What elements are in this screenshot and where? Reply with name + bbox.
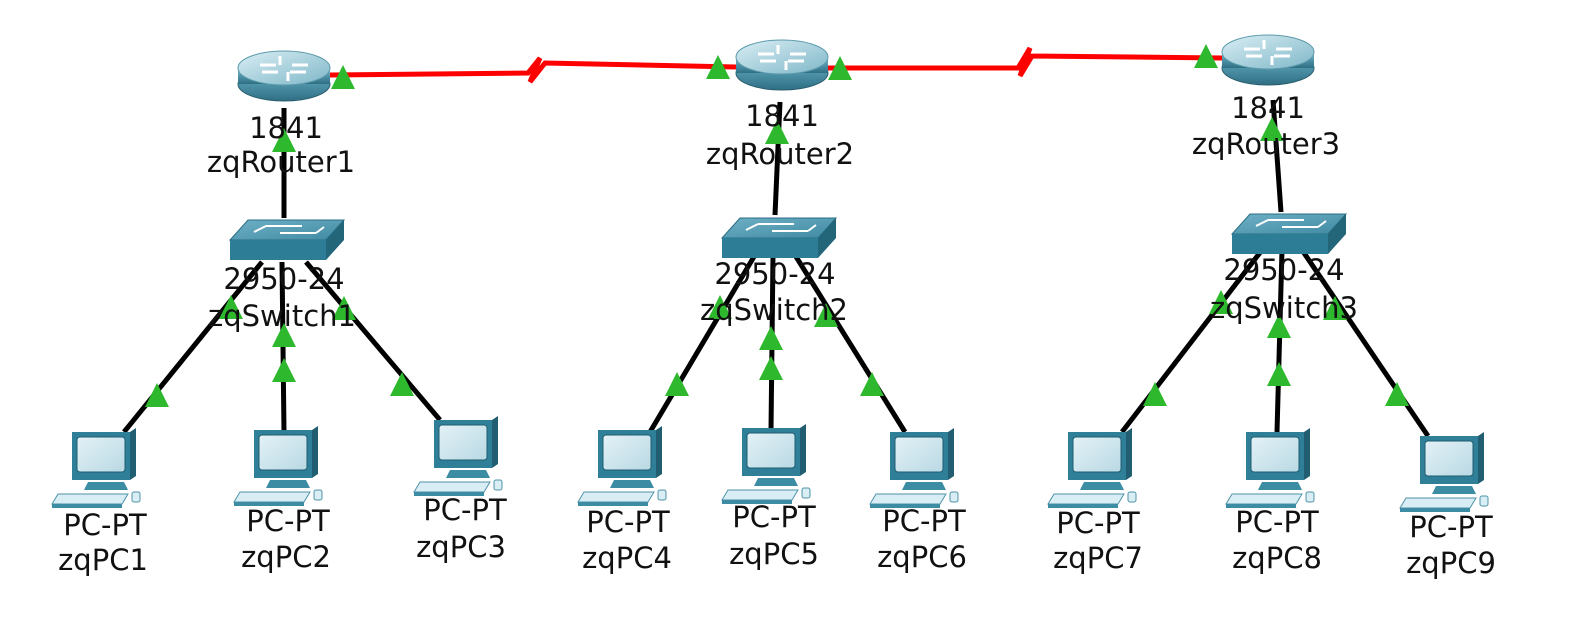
pc-model-label: PC-PT xyxy=(1235,505,1319,539)
pc-name-label: zqPC1 xyxy=(58,543,148,577)
link-up-indicator xyxy=(219,295,243,319)
pc-icon xyxy=(413,416,503,496)
pc-model-label: PC-PT xyxy=(1056,506,1140,540)
link-up-indicator xyxy=(272,128,296,152)
link-up-indicator xyxy=(759,326,783,350)
router-name-label: zqRouter2 xyxy=(706,137,854,171)
pc-zqPC3[interactable] xyxy=(413,416,503,496)
pc-zqPC7[interactable] xyxy=(1047,428,1137,508)
switch-icon xyxy=(720,217,838,239)
switch-name-label: zqSwitch1 xyxy=(208,299,356,333)
router-zqRouter1[interactable] xyxy=(237,50,331,102)
pc-model-label: PC-PT xyxy=(586,505,670,539)
link-switch1-pc3[interactable] xyxy=(304,260,442,422)
link-up-indicator xyxy=(814,303,838,327)
pc-name-label: zqPC5 xyxy=(729,537,819,571)
switch-zqSwitch2[interactable] xyxy=(720,217,838,258)
device-labels: 1841 zqRouter1 1841 zqRouter2 1841 zqRou… xyxy=(58,91,1496,580)
pc-icon xyxy=(1225,428,1315,508)
link-up-indicator xyxy=(1143,382,1167,406)
link-up-indicator xyxy=(708,295,732,319)
link-up-indicator xyxy=(759,356,783,380)
pc-name-label: zqPC7 xyxy=(1053,541,1143,575)
router-zqRouter2[interactable] xyxy=(735,39,829,91)
link-switch2-pc6[interactable] xyxy=(792,253,908,434)
switch-name-label: zqSwitch3 xyxy=(1210,291,1358,325)
pc-zqPC8[interactable] xyxy=(1225,428,1315,508)
link-router3-switch3[interactable] xyxy=(1270,99,1284,213)
pc-icon xyxy=(869,428,959,508)
pc-icon xyxy=(721,424,811,504)
link-switch2-pc4[interactable] xyxy=(647,253,758,434)
router-name-label: zqRouter1 xyxy=(207,145,355,179)
router-icon xyxy=(735,39,829,75)
pc-model-label: PC-PT xyxy=(732,500,816,534)
pc-name-label: zqPC9 xyxy=(1406,546,1496,580)
pc-name-label: zqPC6 xyxy=(877,540,967,574)
pc-icon xyxy=(577,426,667,506)
link-up-indicator xyxy=(332,296,356,320)
switch-model-label: 2950-24 xyxy=(1223,253,1344,287)
link-up-indicator xyxy=(1209,290,1233,314)
pc-icon xyxy=(233,426,323,506)
pc-zqPC5[interactable] xyxy=(721,424,811,504)
pc-model-label: PC-PT xyxy=(63,508,147,542)
router-model-label: 1841 xyxy=(745,99,819,133)
serial-link-r2-r3[interactable] xyxy=(828,46,1223,78)
link-up-indicator xyxy=(828,56,852,80)
link-up-indicator xyxy=(706,55,730,79)
link-up-indicator xyxy=(331,65,355,89)
link-switch3-pc8[interactable] xyxy=(1274,249,1285,433)
link-router2-switch2[interactable] xyxy=(772,101,783,216)
pc-zqPC9[interactable] xyxy=(1399,432,1489,512)
switch-icon xyxy=(1230,213,1348,235)
link-up-indicator xyxy=(390,372,414,396)
link-up-indicator xyxy=(1267,314,1291,338)
pc-name-label: zqPC8 xyxy=(1232,541,1322,575)
pc-name-label: zqPC3 xyxy=(416,530,506,564)
router-model-label: 1841 xyxy=(1231,91,1305,125)
pc-zqPC6[interactable] xyxy=(869,428,959,508)
pc-zqPC2[interactable] xyxy=(233,426,323,506)
router-zqRouter3[interactable] xyxy=(1221,34,1315,86)
switch-zqSwitch1[interactable] xyxy=(228,219,346,260)
router-name-label: zqRouter3 xyxy=(1192,127,1340,161)
router-model-label: 1841 xyxy=(249,111,323,145)
switch-model-label: 2950-24 xyxy=(223,262,344,296)
link-up-indicator xyxy=(272,358,296,382)
link-up-indicator xyxy=(1267,362,1291,386)
link-up-indicator xyxy=(860,372,884,396)
switch-model-label: 2950-24 xyxy=(714,257,835,291)
pc-icon xyxy=(1399,432,1489,512)
link-up-indicator xyxy=(272,323,296,347)
link-status-indicators xyxy=(145,44,1409,407)
serial-links xyxy=(329,46,1223,84)
link-up-indicator xyxy=(145,383,169,407)
link-up-indicator xyxy=(1260,117,1284,141)
router-icon xyxy=(237,50,331,86)
switch-icon xyxy=(228,219,346,241)
link-up-indicator xyxy=(765,120,789,144)
link-up-indicator xyxy=(665,372,689,396)
pc-name-label: zqPC2 xyxy=(241,540,331,574)
link-up-indicator xyxy=(1385,382,1409,406)
pc-name-label: zqPC4 xyxy=(582,541,672,575)
switch-zqSwitch3[interactable] xyxy=(1230,213,1348,254)
serial-link-r1-r2[interactable] xyxy=(329,56,737,84)
pc-model-label: PC-PT xyxy=(423,493,507,527)
pc-icon xyxy=(1047,428,1137,508)
link-up-indicator xyxy=(1323,296,1347,320)
link-up-indicator xyxy=(1194,44,1218,68)
pc-model-label: PC-PT xyxy=(882,504,966,538)
pc-zqPC1[interactable] xyxy=(51,428,141,508)
router-icon xyxy=(1221,34,1315,70)
switch-name-label: zqSwitch2 xyxy=(700,293,848,327)
pc-model-label: PC-PT xyxy=(246,504,330,538)
pc-icon xyxy=(51,428,141,508)
pc-zqPC4[interactable] xyxy=(577,426,667,506)
pc-model-label: PC-PT xyxy=(1409,510,1493,544)
